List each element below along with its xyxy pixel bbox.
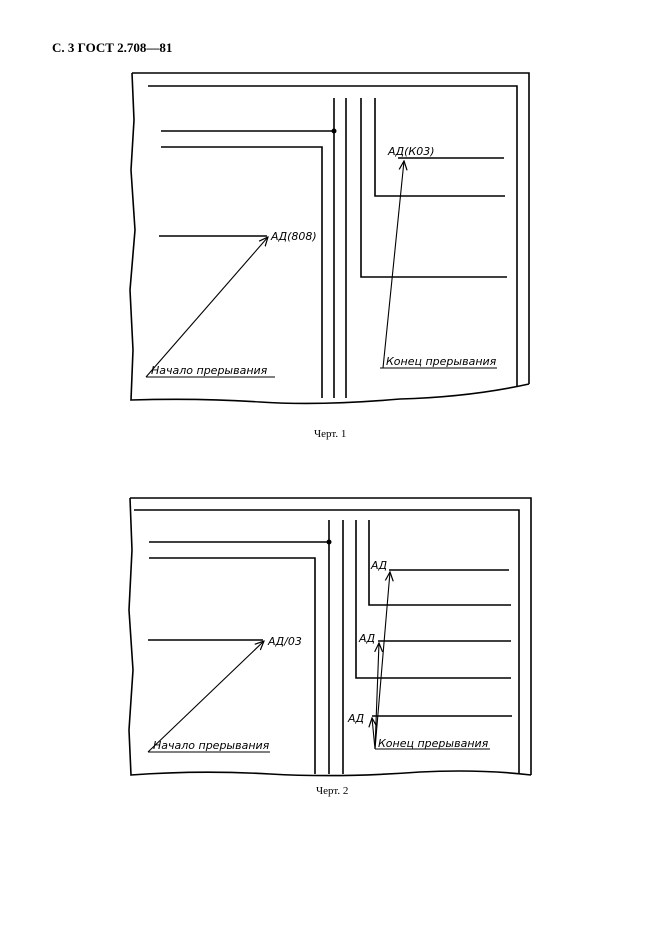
end-note: Конец прерывания [378,737,489,750]
label-ad-1: АД [370,559,388,572]
junction-dot [326,539,332,545]
arrow-end-3 [372,718,375,750]
vertical-line-3 [355,520,511,679]
junction-dot [331,128,337,134]
page-header: С. 3 ГОСТ 2.708—81 [52,40,173,55]
start-note: Начало прерывания [153,739,270,752]
line-corner-down [149,557,316,774]
figure-2-drawing: АД/03 АД АД АД Начало прерывания Конец п… [128,497,532,777]
figure-1-caption: Черт. 1 [314,428,347,440]
inner-border [134,509,520,774]
frame-outline [128,497,532,777]
figure-1-drawing: АД(808) АД(К03) Начало прерывания Конец … [129,72,530,405]
line-corner-down [161,146,323,398]
arrow-start [147,641,264,753]
vertical-line-4 [368,520,511,606]
frame-outline [129,72,530,405]
label-ad-3: АД [347,712,365,725]
start-note: Начало прерывания [151,364,268,377]
end-note: Конец прерывания [386,355,497,368]
vertical-line-4 [374,98,505,197]
arrow-end-1 [374,572,390,750]
label-ad-2: АД [358,632,376,645]
inner-border [148,85,518,386]
label-ad-k03: АД(К03) [387,145,435,158]
arrow-start [145,237,268,378]
label-ad-03: АД/03 [267,635,302,648]
label-ad-808: АД(808) [270,230,317,243]
arrow-end-2 [375,643,379,750]
arrow-end [382,161,404,369]
vertical-line-3 [360,98,507,278]
figure-2-caption: Черт. 2 [316,785,349,797]
